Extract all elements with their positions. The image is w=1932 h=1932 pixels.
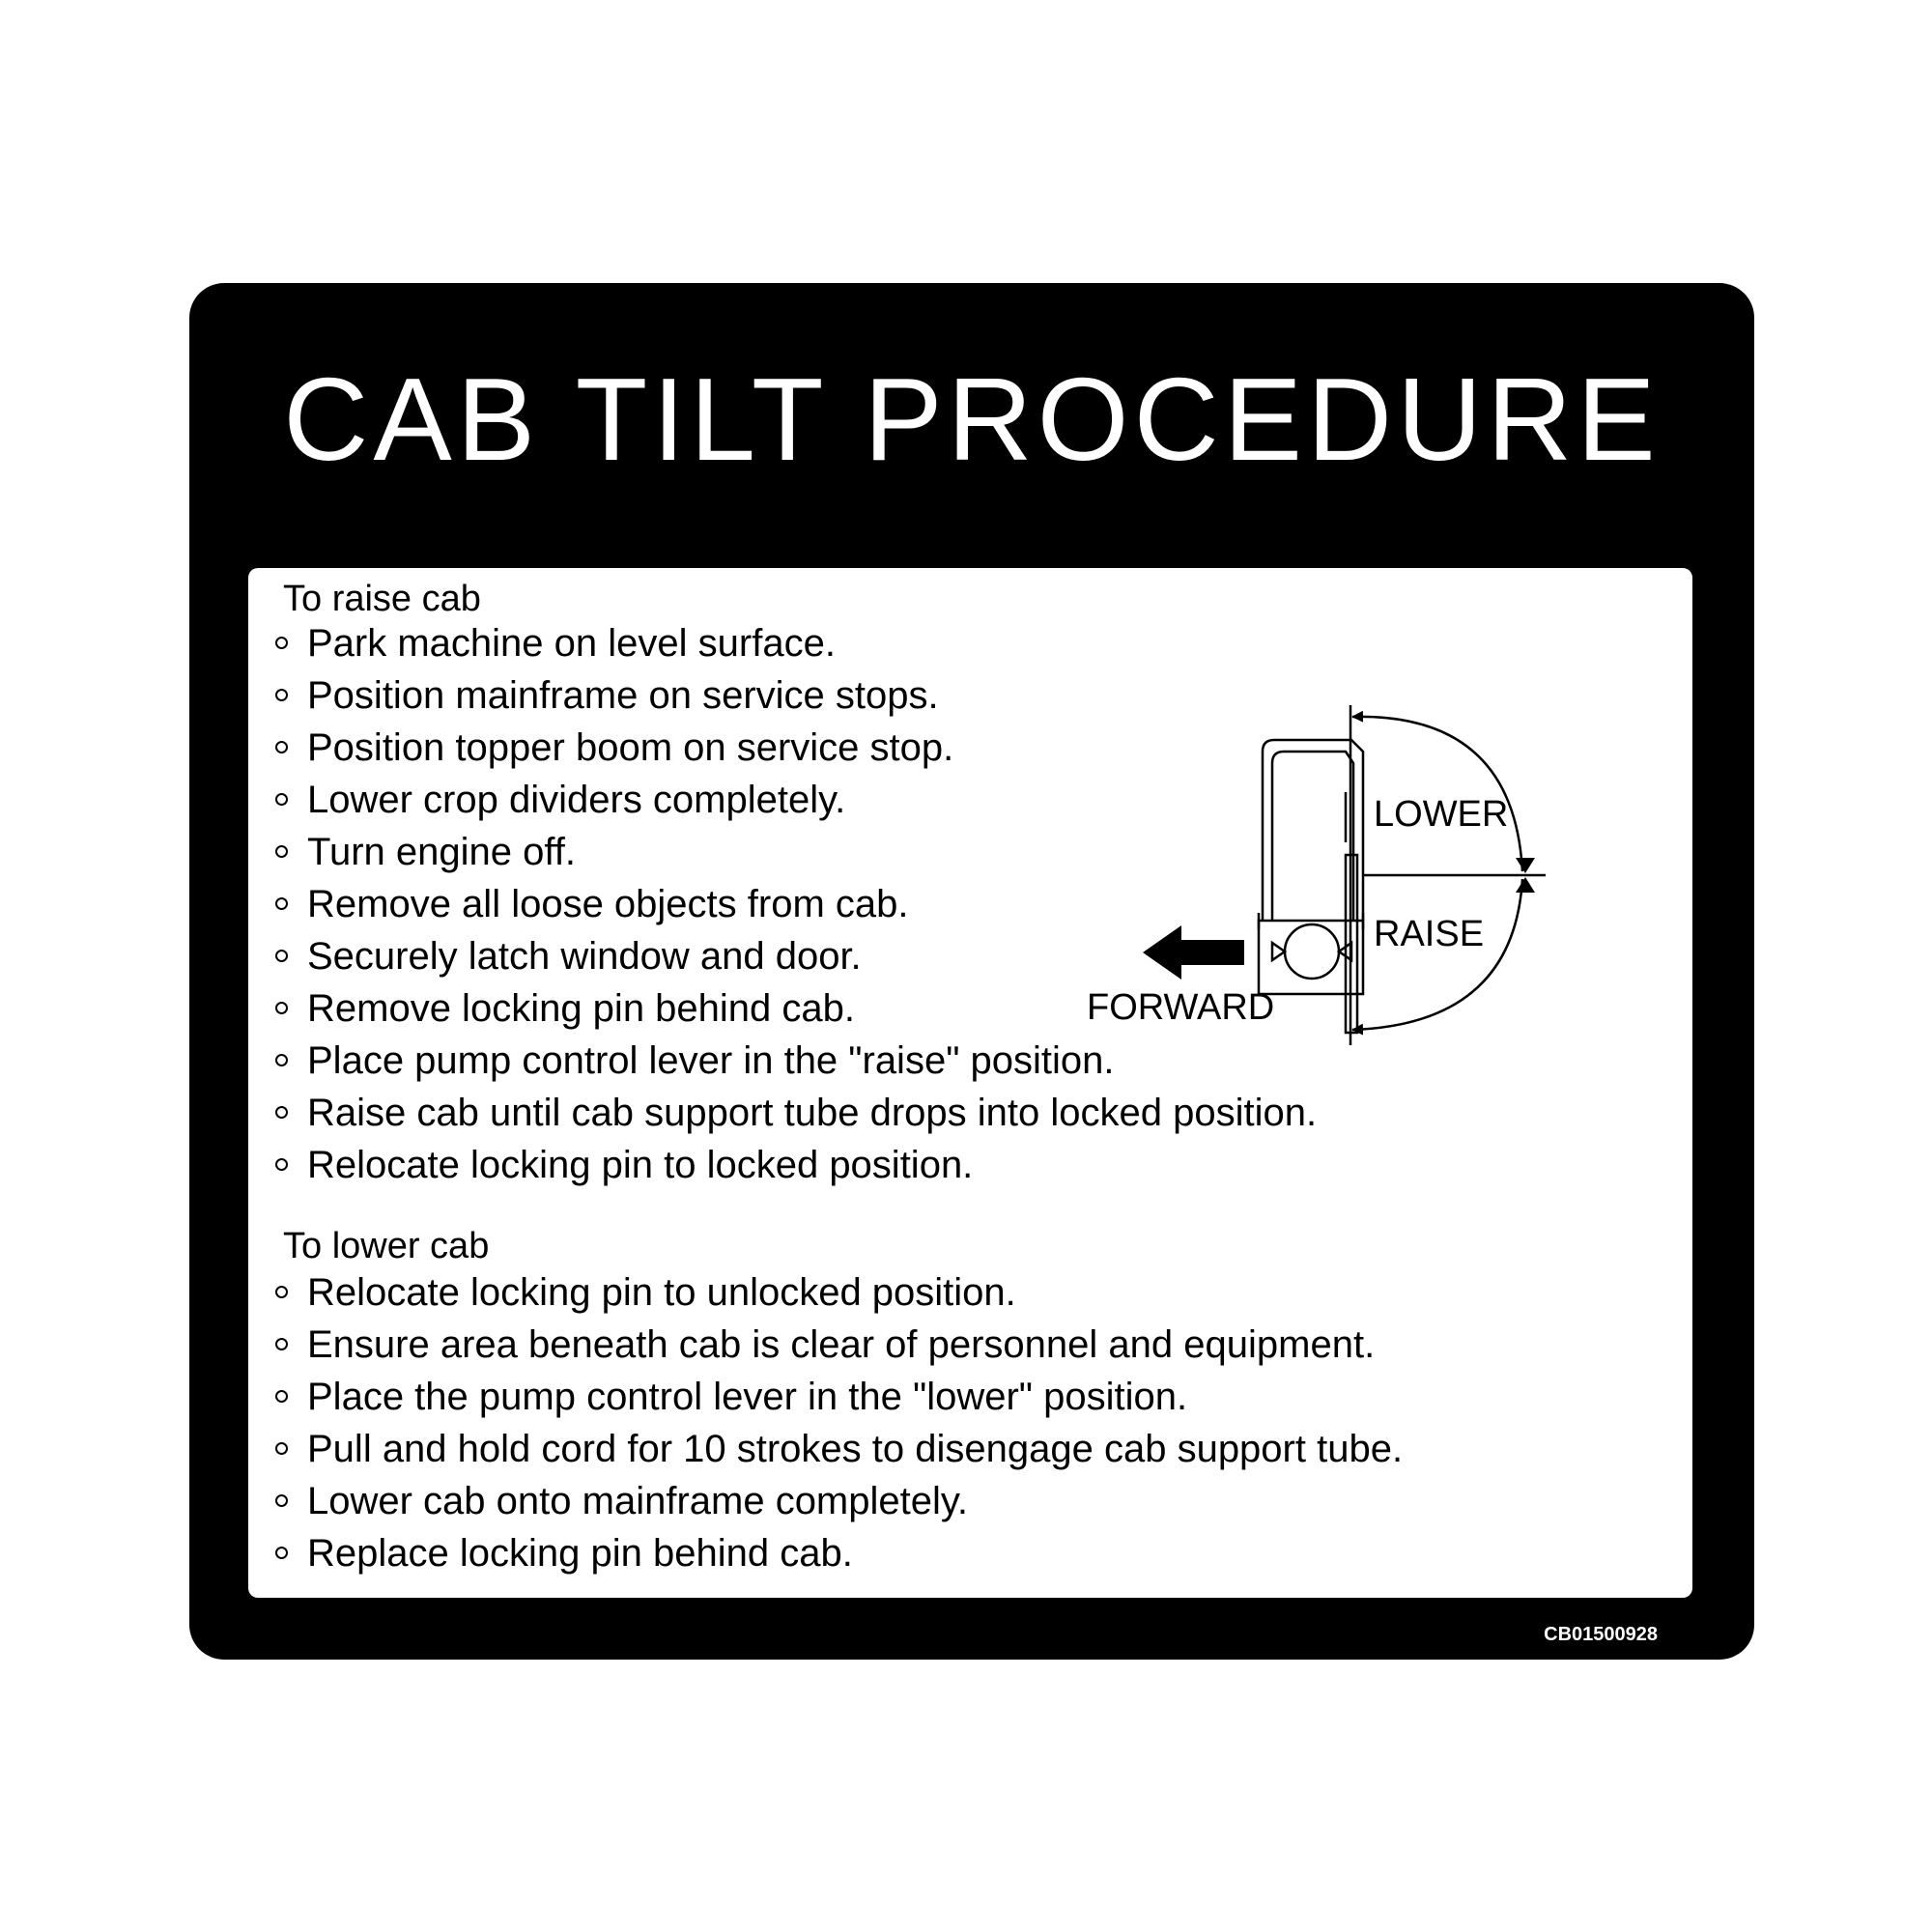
bullet-icon [275,1158,288,1171]
bullet-icon [275,845,288,858]
bullet-icon [275,1338,288,1350]
forward-label: FORWARD [1087,987,1274,1028]
bullet-icon [275,1054,288,1066]
bullet-icon [275,950,288,962]
cab-tilt-diagram: FORWARD [1087,705,1546,1045]
tilt-arc-icon [1351,710,1524,1036]
bullet-icon [275,1494,288,1507]
bullet-icon [275,637,288,649]
lower-label: LOWER [1374,794,1508,835]
bullet-icon [275,689,288,701]
bullet-icon [275,1390,288,1403]
part-number: CB01500928 [1544,1624,1658,1645]
bullet-icon [275,793,288,806]
bullet-icon [275,1002,288,1014]
bullet-icon [275,897,288,910]
bullet-icon [275,1286,288,1298]
pivot-reference-lines [1349,705,1546,1045]
instruction-panel: To raise cab Park machine on level surfa… [248,568,1692,1598]
bullet-icon [275,1106,288,1119]
decal-title: CAB TILT PROCEDURE [283,354,1661,485]
decal: CAB TILT PROCEDURE To raise cab Park mac… [189,283,1754,1660]
raise-section-heading: To raise cab [283,579,481,619]
raise-label: RAISE [1374,914,1484,954]
bullet-icon [275,1442,288,1455]
forward-arrow-icon [1143,925,1244,980]
bullet-icon [275,1547,288,1559]
bullet-icon [275,741,288,753]
pivot-marker-icon [1516,858,1535,893]
lower-section-heading: To lower cab [283,1226,490,1266]
